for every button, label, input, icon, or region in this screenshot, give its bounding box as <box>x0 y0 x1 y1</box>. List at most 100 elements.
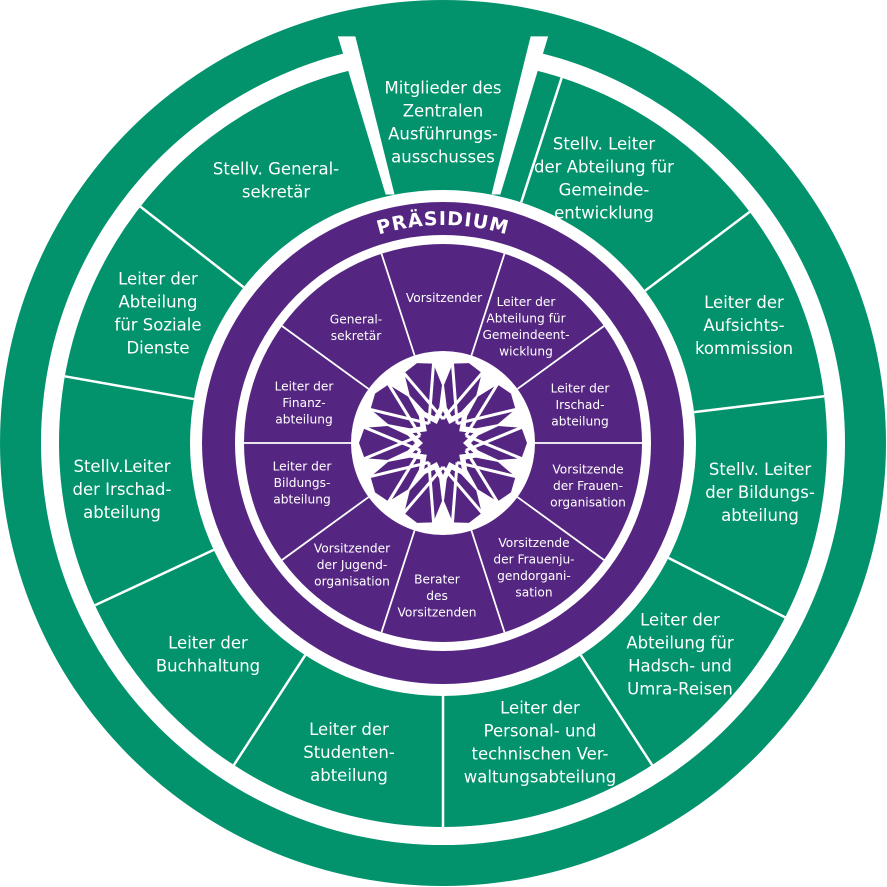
rosette-strap <box>358 423 421 452</box>
label-line: Leiter der <box>309 720 389 739</box>
rosette-strap <box>465 434 528 463</box>
rosette-strap <box>450 357 459 424</box>
rosette-strap <box>364 460 430 480</box>
label-line: Gemeinde- <box>559 181 650 200</box>
rosette-strap <box>441 466 488 519</box>
outer-divider <box>519 77 563 203</box>
label-line: Vorsitzende <box>498 536 569 550</box>
label-line: Studenten- <box>303 743 395 762</box>
label-line: abteilung <box>275 412 332 426</box>
label-line: Stellv. Leiter <box>709 460 811 479</box>
label-line: abteilung <box>551 414 608 428</box>
label-line: der Abteilung für <box>534 158 674 177</box>
label-line: Leiter der <box>168 634 248 653</box>
rosette-strap <box>464 378 502 437</box>
inner-divider <box>380 253 416 356</box>
label-line: Leiter der <box>497 295 557 309</box>
label-line: kommission <box>695 339 793 358</box>
outer-divider <box>667 556 786 619</box>
label-line: abteilung <box>83 503 161 522</box>
inner-segment-label: Vorsitzender <box>406 291 483 305</box>
islamic-star-rosette-icon <box>358 357 528 529</box>
rosette-strap <box>398 367 445 420</box>
outer-divider <box>644 210 751 292</box>
label-line: Ausführungs- <box>388 125 498 144</box>
label-line: Gemeindeent- <box>482 328 569 342</box>
label-line: Personal- und <box>484 722 597 741</box>
label-line: Mitglieder des <box>385 79 502 98</box>
label-line: Leiter der <box>500 699 580 718</box>
label-line: sekretär <box>242 183 310 202</box>
label-line: der Bildungs- <box>705 483 815 502</box>
label-line: Buchhaltung <box>156 657 260 676</box>
label-line: Vorsitzenden <box>398 605 477 619</box>
label-line: abteilung <box>310 766 388 785</box>
inner-segment-label: Vorsitzende der Frauenju-gendorgani-satio… <box>493 536 574 600</box>
label-line: Leiter der <box>551 381 611 395</box>
outer-segment-label: Stellv.Leiter der Irschad-abteilung <box>73 457 172 522</box>
rosette-strap <box>384 449 422 508</box>
label-line: Irschad- <box>556 398 605 412</box>
label-line: für Soziale <box>115 316 202 335</box>
inner-divider <box>281 325 370 390</box>
rosette-strap <box>464 449 502 508</box>
label-line: Leiter der <box>704 293 784 312</box>
inner-divider <box>516 496 605 561</box>
label-line: Leiter der <box>273 459 333 473</box>
outer-divider <box>139 205 245 289</box>
outer-divider <box>232 654 307 766</box>
label-line: Abteilung für <box>486 312 566 326</box>
label-line: der Frauenju- <box>493 553 574 567</box>
label-line: abteilung <box>273 492 330 506</box>
outer-segment-label: Stellv. Leiter der Bildungs-abteilung <box>705 460 815 525</box>
inner-divider <box>470 530 506 633</box>
label-line: Abteilung für <box>626 634 733 653</box>
rosette-strap <box>450 462 459 529</box>
label-line: Stellv.Leiter <box>73 457 170 476</box>
rosette-strap <box>456 460 522 480</box>
label-line: Dienste <box>126 339 189 358</box>
rosette-strap <box>364 406 430 426</box>
label-line: sation <box>515 586 552 600</box>
label-line: des <box>426 589 448 603</box>
rosette-petal <box>359 426 415 460</box>
label-line: ausschusses <box>391 148 495 167</box>
outer-divider <box>693 394 825 414</box>
label-line: gendorgani- <box>497 569 571 583</box>
label-line: der Irschad- <box>73 480 172 499</box>
rosette-strap <box>465 423 528 452</box>
label-line: Vorsitzende <box>552 462 623 476</box>
label-line: Berater <box>414 572 461 586</box>
label-line: Leiter der <box>118 270 198 289</box>
rosette-strap <box>384 378 422 437</box>
outer-divider <box>64 375 195 401</box>
label-line: Hadsch- und <box>628 657 732 676</box>
label-line: Finanz- <box>282 396 325 410</box>
label-line: sekretär <box>331 329 382 343</box>
label-line: Leiter der <box>640 611 720 630</box>
label-line: abteilung <box>721 506 799 525</box>
label-line: organisation <box>550 495 626 509</box>
outer-segment-label: Stellv. General-sekretär <box>213 160 339 202</box>
rosette-strap <box>398 466 445 519</box>
outer-divider <box>579 654 654 766</box>
label-line: Leiter der <box>275 379 335 393</box>
label-line: Abteilung <box>119 293 198 312</box>
label-line: Vorsitzender <box>406 291 483 305</box>
outer-divider <box>94 548 215 607</box>
